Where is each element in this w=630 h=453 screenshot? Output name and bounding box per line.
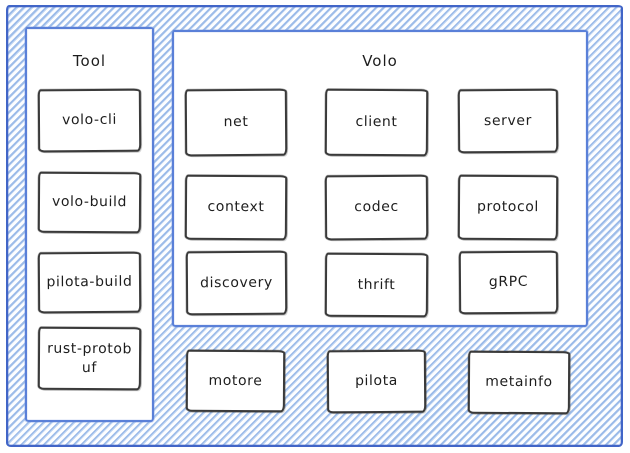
node-label: discovery <box>200 274 273 291</box>
node-volo-cli: volo-cli <box>37 88 142 153</box>
node-protocol: protocol <box>457 174 559 241</box>
node-label: client <box>355 113 398 131</box>
node-net: net <box>184 88 288 157</box>
node-discovery: discovery <box>185 250 288 316</box>
node-metainfo: metainfo <box>467 350 571 415</box>
node-context: context <box>184 174 288 241</box>
node-label: codec <box>354 198 399 216</box>
node-thrift: thrift <box>324 252 429 318</box>
node-motore: motore <box>185 349 286 413</box>
node-label: thrift <box>357 276 396 293</box>
volo-panel: Volo net client server context codec pro… <box>172 30 588 327</box>
node-label: pilota <box>354 372 399 390</box>
node-label: pilota-build <box>46 273 133 291</box>
node-label: motore <box>208 372 263 389</box>
node-label: volo-build <box>51 193 128 211</box>
node-volo-build: volo-build <box>37 171 142 234</box>
node-grpc: gRPC <box>458 250 559 315</box>
node-pilota-build: pilota-build <box>37 251 142 314</box>
tool-panel: Tool volo-cli volo-build pilota-build ru… <box>25 27 154 422</box>
node-codec: codec <box>324 174 429 241</box>
node-label: gRPC <box>488 273 529 291</box>
node-server: server <box>457 88 559 154</box>
volo-panel-title: Volo <box>362 52 398 70</box>
node-client: client <box>324 88 429 157</box>
node-rust-protobuf: rust-protob uf <box>37 326 142 391</box>
node-label: context <box>207 198 265 216</box>
node-label: server <box>483 112 533 129</box>
tool-panel-title: Tool <box>72 52 107 70</box>
node-label: rust-protob uf <box>47 340 133 376</box>
node-pilota: pilota <box>326 349 427 414</box>
outer-frame: Tool volo-cli volo-build pilota-build ru… <box>6 5 623 447</box>
node-label: protocol <box>476 198 540 216</box>
node-label: volo-cli <box>61 111 118 129</box>
node-label: net <box>223 113 249 131</box>
node-label: metainfo <box>485 373 553 391</box>
